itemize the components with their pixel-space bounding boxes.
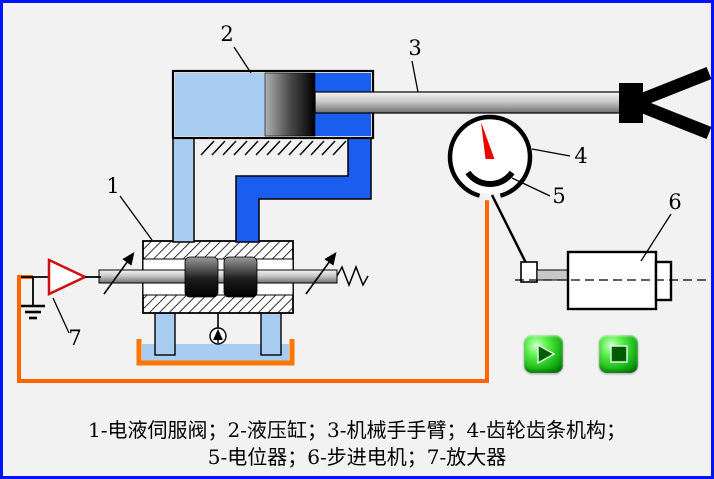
servo-valve bbox=[98, 240, 369, 314]
label-manipulator-arm: 3 bbox=[408, 36, 421, 60]
hydraulic-cylinder bbox=[171, 69, 375, 140]
stop-button[interactable] bbox=[599, 335, 638, 373]
motor-linkage bbox=[490, 194, 569, 283]
return-pipes bbox=[154, 311, 282, 356]
actuator-arrow-left bbox=[103, 252, 135, 295]
label-stepper-motor: 6 bbox=[668, 190, 681, 214]
motor-shaft bbox=[536, 269, 569, 281]
leader-lines bbox=[52, 46, 672, 334]
label-amplifier: 7 bbox=[68, 326, 81, 350]
pipe-light bbox=[172, 137, 195, 243]
oil-tank bbox=[136, 339, 295, 366]
spool-land-right bbox=[223, 256, 258, 298]
mounting-hatch bbox=[200, 140, 347, 156]
tank-outline bbox=[136, 339, 295, 366]
dial-gap bbox=[478, 192, 502, 201]
ground-symbol bbox=[21, 277, 45, 320]
label-potentiometer: 5 bbox=[552, 184, 565, 208]
amplifier bbox=[21, 258, 101, 320]
manipulator-arm-rod bbox=[314, 91, 632, 114]
play-icon bbox=[537, 343, 556, 365]
stop-icon bbox=[610, 345, 628, 363]
pipe-dark bbox=[235, 137, 372, 243]
play-button[interactable] bbox=[524, 335, 563, 373]
stepper-motor bbox=[515, 250, 711, 311]
amplifier-triangle bbox=[47, 258, 88, 296]
spring-right bbox=[336, 264, 369, 288]
legend-line-2: 5-电位器；6-步进电机；7-放大器 bbox=[207, 445, 507, 469]
label-servo-valve: 1 bbox=[106, 174, 119, 198]
tank-fluid bbox=[142, 344, 289, 361]
label-hydraulic-cylinder: 2 bbox=[220, 22, 233, 46]
coupling bbox=[520, 261, 538, 283]
component-legend: 1-电液伺服阀；2-液压缸；3-机械手手臂；4-齿轮齿条机构； 5-电位器；6-… bbox=[3, 417, 711, 471]
piston bbox=[264, 72, 316, 137]
gear-sector bbox=[465, 170, 515, 187]
actuator-arrow-right bbox=[305, 252, 337, 295]
diagram-canvas: 1 2 3 4 5 6 7 bbox=[17, 22, 711, 383]
label-gear-rack: 4 bbox=[574, 144, 587, 168]
gear-rack-dial bbox=[447, 114, 533, 201]
potentiometer-needle bbox=[481, 122, 495, 159]
legend-line-1: 1-电液伺服阀；2-液压缸；3-机械手手臂；4-齿轮齿条机构； bbox=[88, 418, 626, 442]
chamber-left bbox=[175, 73, 265, 136]
motor-flange bbox=[654, 260, 673, 302]
gripper bbox=[619, 66, 711, 140]
spool-land-left bbox=[184, 256, 219, 298]
